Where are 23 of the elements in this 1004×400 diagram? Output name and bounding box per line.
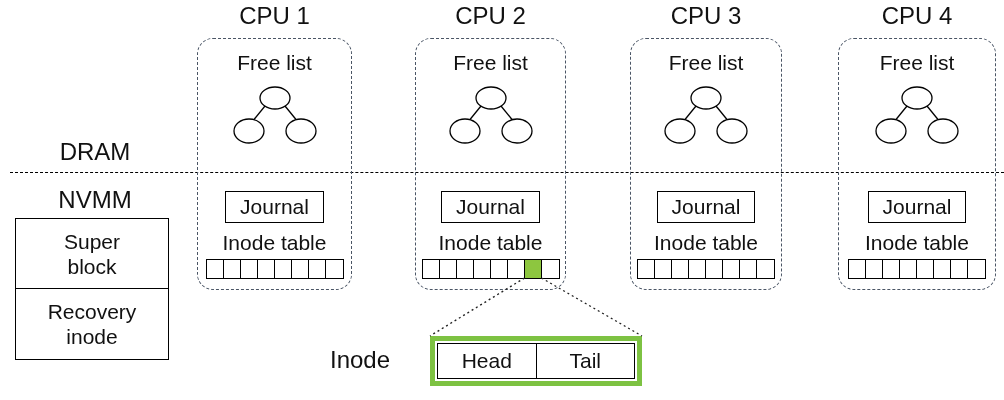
journal-box: Journal xyxy=(867,191,967,223)
free-list-label: Free list xyxy=(878,51,956,75)
free-list-label: Free list xyxy=(667,51,745,75)
table-label: Inode table xyxy=(865,231,969,255)
cpu-heading: CPU 2 xyxy=(454,2,527,30)
free-list-label: Free list xyxy=(452,51,529,75)
inode-label: Inode xyxy=(330,346,391,374)
journal-box: Journal xyxy=(441,191,540,223)
cpu-heading: CPU 3 xyxy=(669,2,743,30)
cpu-heading: CPU 1 xyxy=(238,2,311,30)
free-list-label: Free list xyxy=(236,51,313,75)
leader-line xyxy=(540,277,643,337)
table-label: Inode table xyxy=(438,231,543,255)
memory-label: DRAM xyxy=(58,138,132,166)
metadata-cell: Super block xyxy=(16,219,168,289)
journal-box: Journal xyxy=(225,191,324,223)
leader-line xyxy=(429,277,526,337)
table-label: Inode table xyxy=(654,231,758,255)
journal-box: Journal xyxy=(656,191,756,223)
table-label: Inode table xyxy=(222,231,327,255)
memory-label: NVMM xyxy=(57,186,133,214)
cpu-heading: CPU 4 xyxy=(880,2,954,30)
metadata-cell: Recovery inode xyxy=(16,289,168,359)
